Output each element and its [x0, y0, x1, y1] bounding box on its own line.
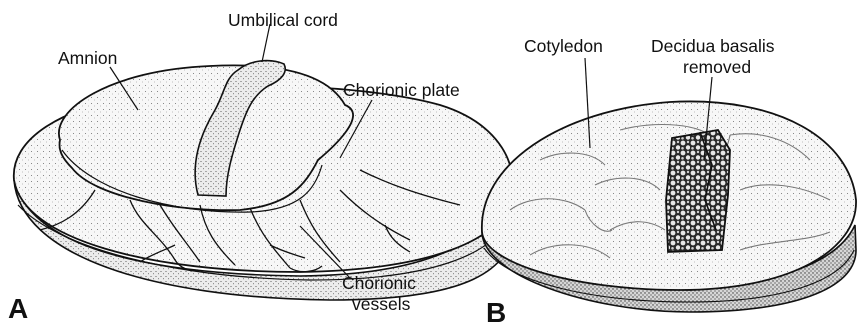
label-chorionic-plate: Chorionic plate [343, 80, 460, 100]
panel-b-placenta-maternal-surface: Cotyledon Decidua basalis removed B [482, 36, 856, 328]
panel-letter-b: B [486, 297, 506, 328]
label-cotyledon: Cotyledon [524, 36, 603, 56]
label-amnion: Amnion [58, 48, 117, 68]
label-chorionic-vessels-line2: vessels [352, 294, 411, 314]
label-umbilical-cord: Umbilical cord [228, 10, 338, 30]
panel-letter-a: A [8, 293, 28, 324]
decidua-removed-window [666, 130, 730, 252]
label-chorionic-vessels-line1: Chorionic [342, 273, 416, 293]
label-decidua-basalis-line2: removed [683, 57, 751, 77]
panel-a-placenta-fetal-surface: Umbilical cord Amnion Chorionic plate Ch… [8, 10, 515, 324]
label-decidua-basalis-line1: Decidua basalis [651, 36, 775, 56]
